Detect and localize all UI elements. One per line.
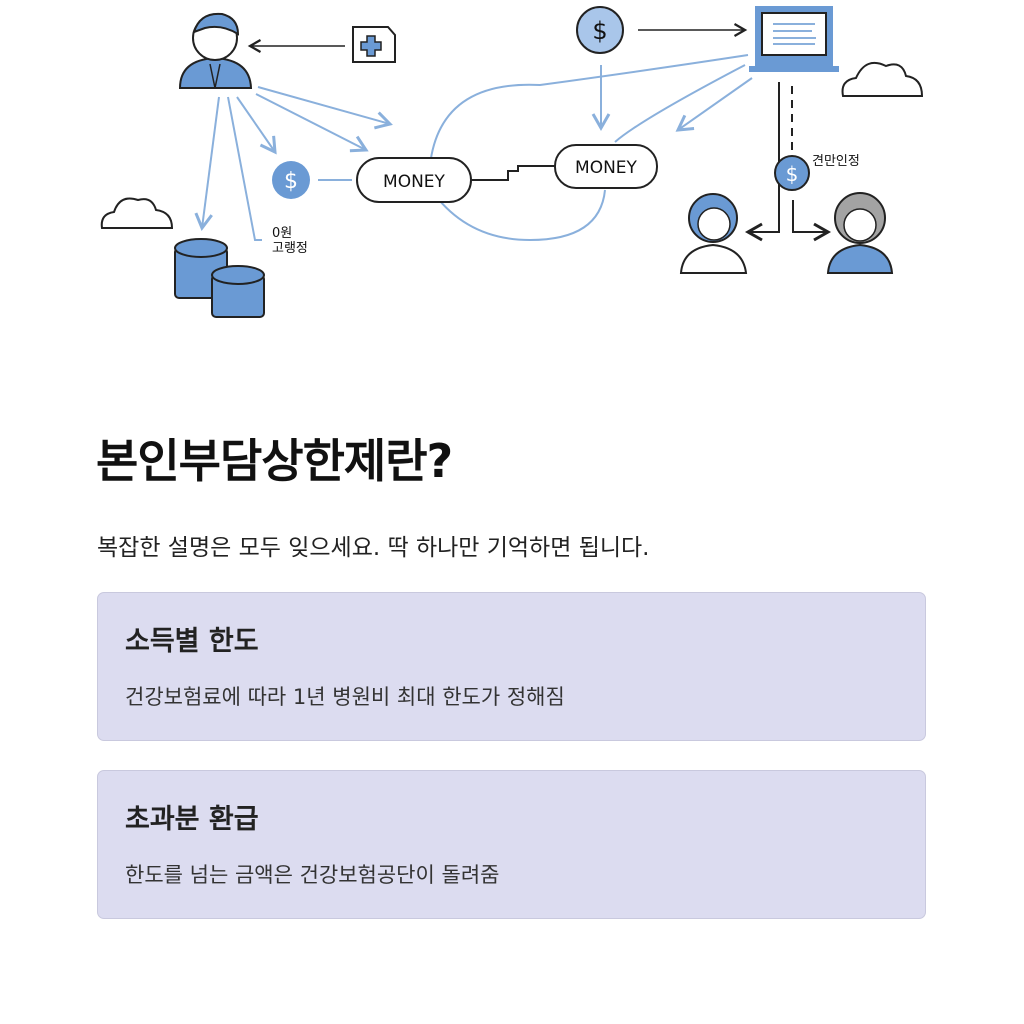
dollar-symbol: $ [592,17,607,45]
doctor-avatar-icon [679,193,748,274]
coin-label-amount: 0원 [272,226,292,241]
card-description: 건강보험료에 따라 1년 병원비 최대 한도가 정해짐 [125,685,565,709]
cloud-icon [100,197,174,229]
approval-label: 견만인정 [812,154,860,169]
cloud-icon [841,62,924,97]
page-subtitle: 복잡한 설명은 모두 잊으세요. 딱 하나만 기억하면 됩니다. [97,535,650,561]
health-insurance-illustration: $ 0원 고랭정 MONEY MONEY $ $ 견만인정 [100,6,924,318]
dollar-coin-icon [272,161,310,199]
info-card-refund: 초과분 환급 한도를 넘는 금액은 건강보험공단이 돌려줌 [97,770,926,919]
money-node-right [554,144,658,189]
laptop-icon [749,6,839,72]
coin-label-text: 고랭정 [272,241,308,256]
medical-document-icon [352,26,396,63]
dollar-symbol: $ [284,169,298,194]
dollar-coin-icon [774,155,810,191]
dollar-symbol: $ [786,162,799,186]
card-description: 한도를 넘는 금액은 건강보험공단이 돌려줌 [125,863,500,887]
man-avatar-icon [178,12,253,89]
coin-stack-icon [174,238,265,318]
money-label-right: MONEY [575,158,638,178]
staff-avatar-icon [826,192,894,274]
page-title: 본인부담상한제란? [96,434,453,488]
money-label-left: MONEY [383,172,446,192]
dollar-coin-icon [576,6,624,54]
card-title: 초과분 환급 [125,804,259,835]
info-card-income-limit: 소득별 한도 건강보험료에 따라 1년 병원비 최대 한도가 정해짐 [97,592,926,741]
card-title: 소득별 한도 [125,626,259,657]
